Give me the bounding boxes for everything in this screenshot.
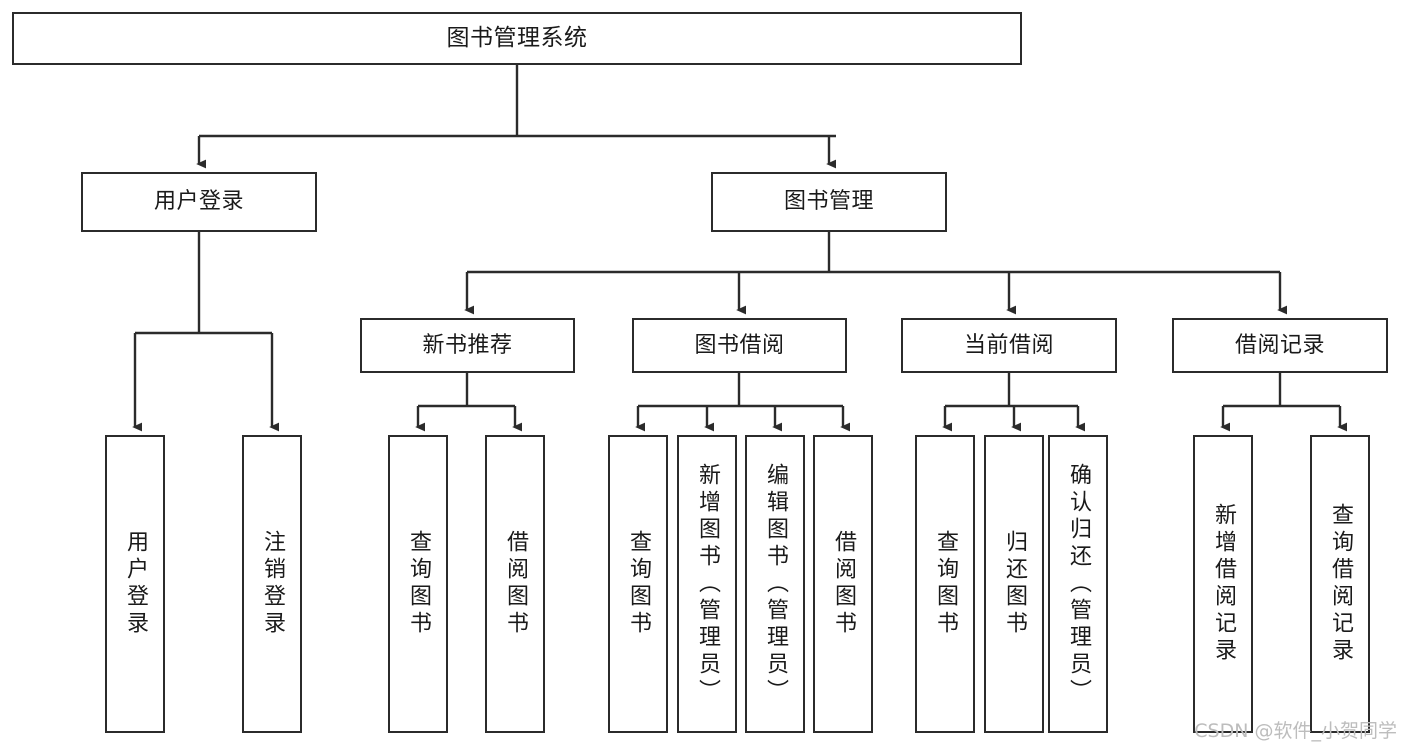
node-leaf-bb-borrow-book-label: 借阅图书 [831, 530, 856, 638]
node-leaf-bb-add-book-label: 新增图书（管理员） [695, 462, 720, 706]
node-root-system-label: 图书管理系统 [446, 24, 588, 51]
node-leaf-logout[interactable]: 注销登录 [242, 435, 302, 733]
node-book-manage[interactable]: 图书管理 [711, 172, 947, 232]
node-user-login[interactable]: 用户登录 [81, 172, 317, 232]
node-leaf-bb-edit-book[interactable]: 编辑图书（管理员） [745, 435, 805, 733]
node-book-manage-label: 图书管理 [783, 189, 874, 215]
node-leaf-bb-edit-book-label: 编辑图书（管理员） [763, 462, 788, 706]
node-leaf-bb-borrow-book[interactable]: 借阅图书 [813, 435, 873, 733]
node-leaf-user-login[interactable]: 用户登录 [105, 435, 165, 733]
node-leaf-cb-return-book[interactable]: 归还图书 [984, 435, 1044, 733]
node-current-borrow-label: 当前借阅 [963, 332, 1054, 358]
node-new-book-recommend[interactable]: 新书推荐 [360, 318, 575, 373]
node-borrow-record[interactable]: 借阅记录 [1172, 318, 1388, 373]
node-leaf-bb-query-book-label: 查询图书 [626, 530, 651, 638]
node-leaf-br-add-record[interactable]: 新增借阅记录 [1193, 435, 1253, 733]
node-current-borrow[interactable]: 当前借阅 [901, 318, 1117, 373]
node-leaf-br-add-record-label: 新增借阅记录 [1211, 503, 1236, 665]
csdn-watermark: CSDN @软件_小贺同学 [1194, 720, 1397, 742]
node-leaf-nb-borrow-book-label: 借阅图书 [503, 530, 528, 638]
node-leaf-nb-query-book[interactable]: 查询图书 [388, 435, 448, 733]
node-leaf-bb-query-book[interactable]: 查询图书 [608, 435, 668, 733]
node-leaf-bb-add-book[interactable]: 新增图书（管理员） [677, 435, 737, 733]
node-leaf-cb-confirm-return[interactable]: 确认归还（管理员） [1048, 435, 1108, 733]
node-leaf-nb-borrow-book[interactable]: 借阅图书 [485, 435, 545, 733]
node-leaf-nb-query-book-label: 查询图书 [406, 530, 431, 638]
node-book-borrow[interactable]: 图书借阅 [632, 318, 847, 373]
node-leaf-br-query-record-label: 查询借阅记录 [1328, 503, 1353, 665]
node-leaf-br-query-record[interactable]: 查询借阅记录 [1310, 435, 1370, 733]
node-leaf-logout-label: 注销登录 [260, 530, 285, 638]
node-leaf-cb-query-book[interactable]: 查询图书 [915, 435, 975, 733]
node-borrow-record-label: 借阅记录 [1234, 332, 1325, 358]
node-leaf-cb-confirm-return-label: 确认归还（管理员） [1066, 462, 1091, 706]
node-leaf-cb-query-book-label: 查询图书 [933, 530, 958, 638]
node-user-login-label: 用户登录 [153, 189, 244, 215]
node-root-system[interactable]: 图书管理系统 [12, 12, 1022, 65]
node-leaf-cb-return-book-label: 归还图书 [1002, 530, 1027, 638]
node-book-borrow-label: 图书借阅 [694, 332, 785, 358]
node-new-book-recommend-label: 新书推荐 [422, 332, 513, 358]
node-leaf-user-login-label: 用户登录 [123, 530, 148, 638]
